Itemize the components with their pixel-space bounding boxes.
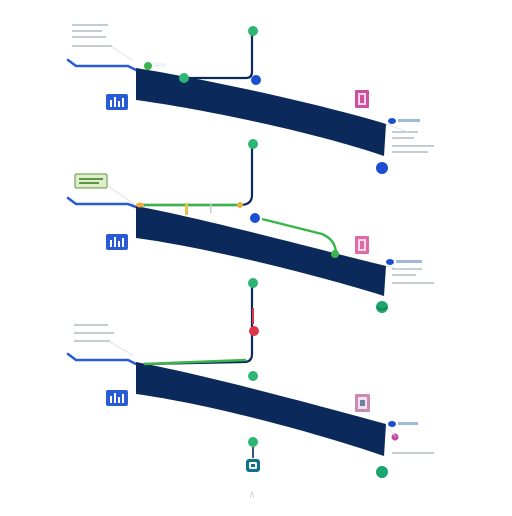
mid-node-3	[248, 371, 258, 381]
blue-node-2	[250, 213, 260, 223]
mid-node-1	[179, 73, 189, 83]
top-node-2	[248, 139, 258, 149]
alert-node-3	[249, 326, 259, 336]
book-icon	[355, 236, 369, 254]
input-connector-3	[66, 352, 138, 366]
blue-node-1	[251, 75, 261, 85]
right-caption-3	[385, 421, 434, 454]
process-band-3	[136, 362, 386, 456]
section-2	[66, 139, 434, 313]
start-node-1	[144, 62, 152, 70]
book-icon	[355, 90, 369, 108]
left-caption-3	[74, 324, 135, 357]
branch-connector-2	[138, 148, 254, 207]
chart-icon	[106, 234, 128, 250]
top-node-3	[248, 278, 258, 288]
process-band-2	[136, 206, 386, 296]
bottom-node-3	[248, 437, 258, 447]
top-node-1	[248, 26, 258, 36]
input-connector-2	[66, 196, 138, 209]
input-connector-1	[66, 58, 138, 72]
right-caption-1	[385, 118, 434, 153]
end-node-1	[376, 162, 388, 174]
chart-icon	[106, 94, 128, 110]
process-band-1	[136, 68, 386, 156]
chart-icon	[106, 390, 128, 406]
end-node-3	[376, 466, 388, 478]
green-track-3	[143, 358, 247, 366]
branch-connector-1	[184, 32, 254, 80]
left-caption-1	[72, 24, 133, 61]
right-caption-2	[385, 259, 434, 284]
label-box-2	[74, 173, 135, 205]
branch-connector-3	[143, 284, 254, 366]
end-node-2	[376, 301, 388, 313]
folder-icon	[246, 459, 260, 472]
section-1	[66, 24, 434, 174]
puzzle-icon	[355, 394, 370, 412]
section-3	[66, 278, 434, 499]
